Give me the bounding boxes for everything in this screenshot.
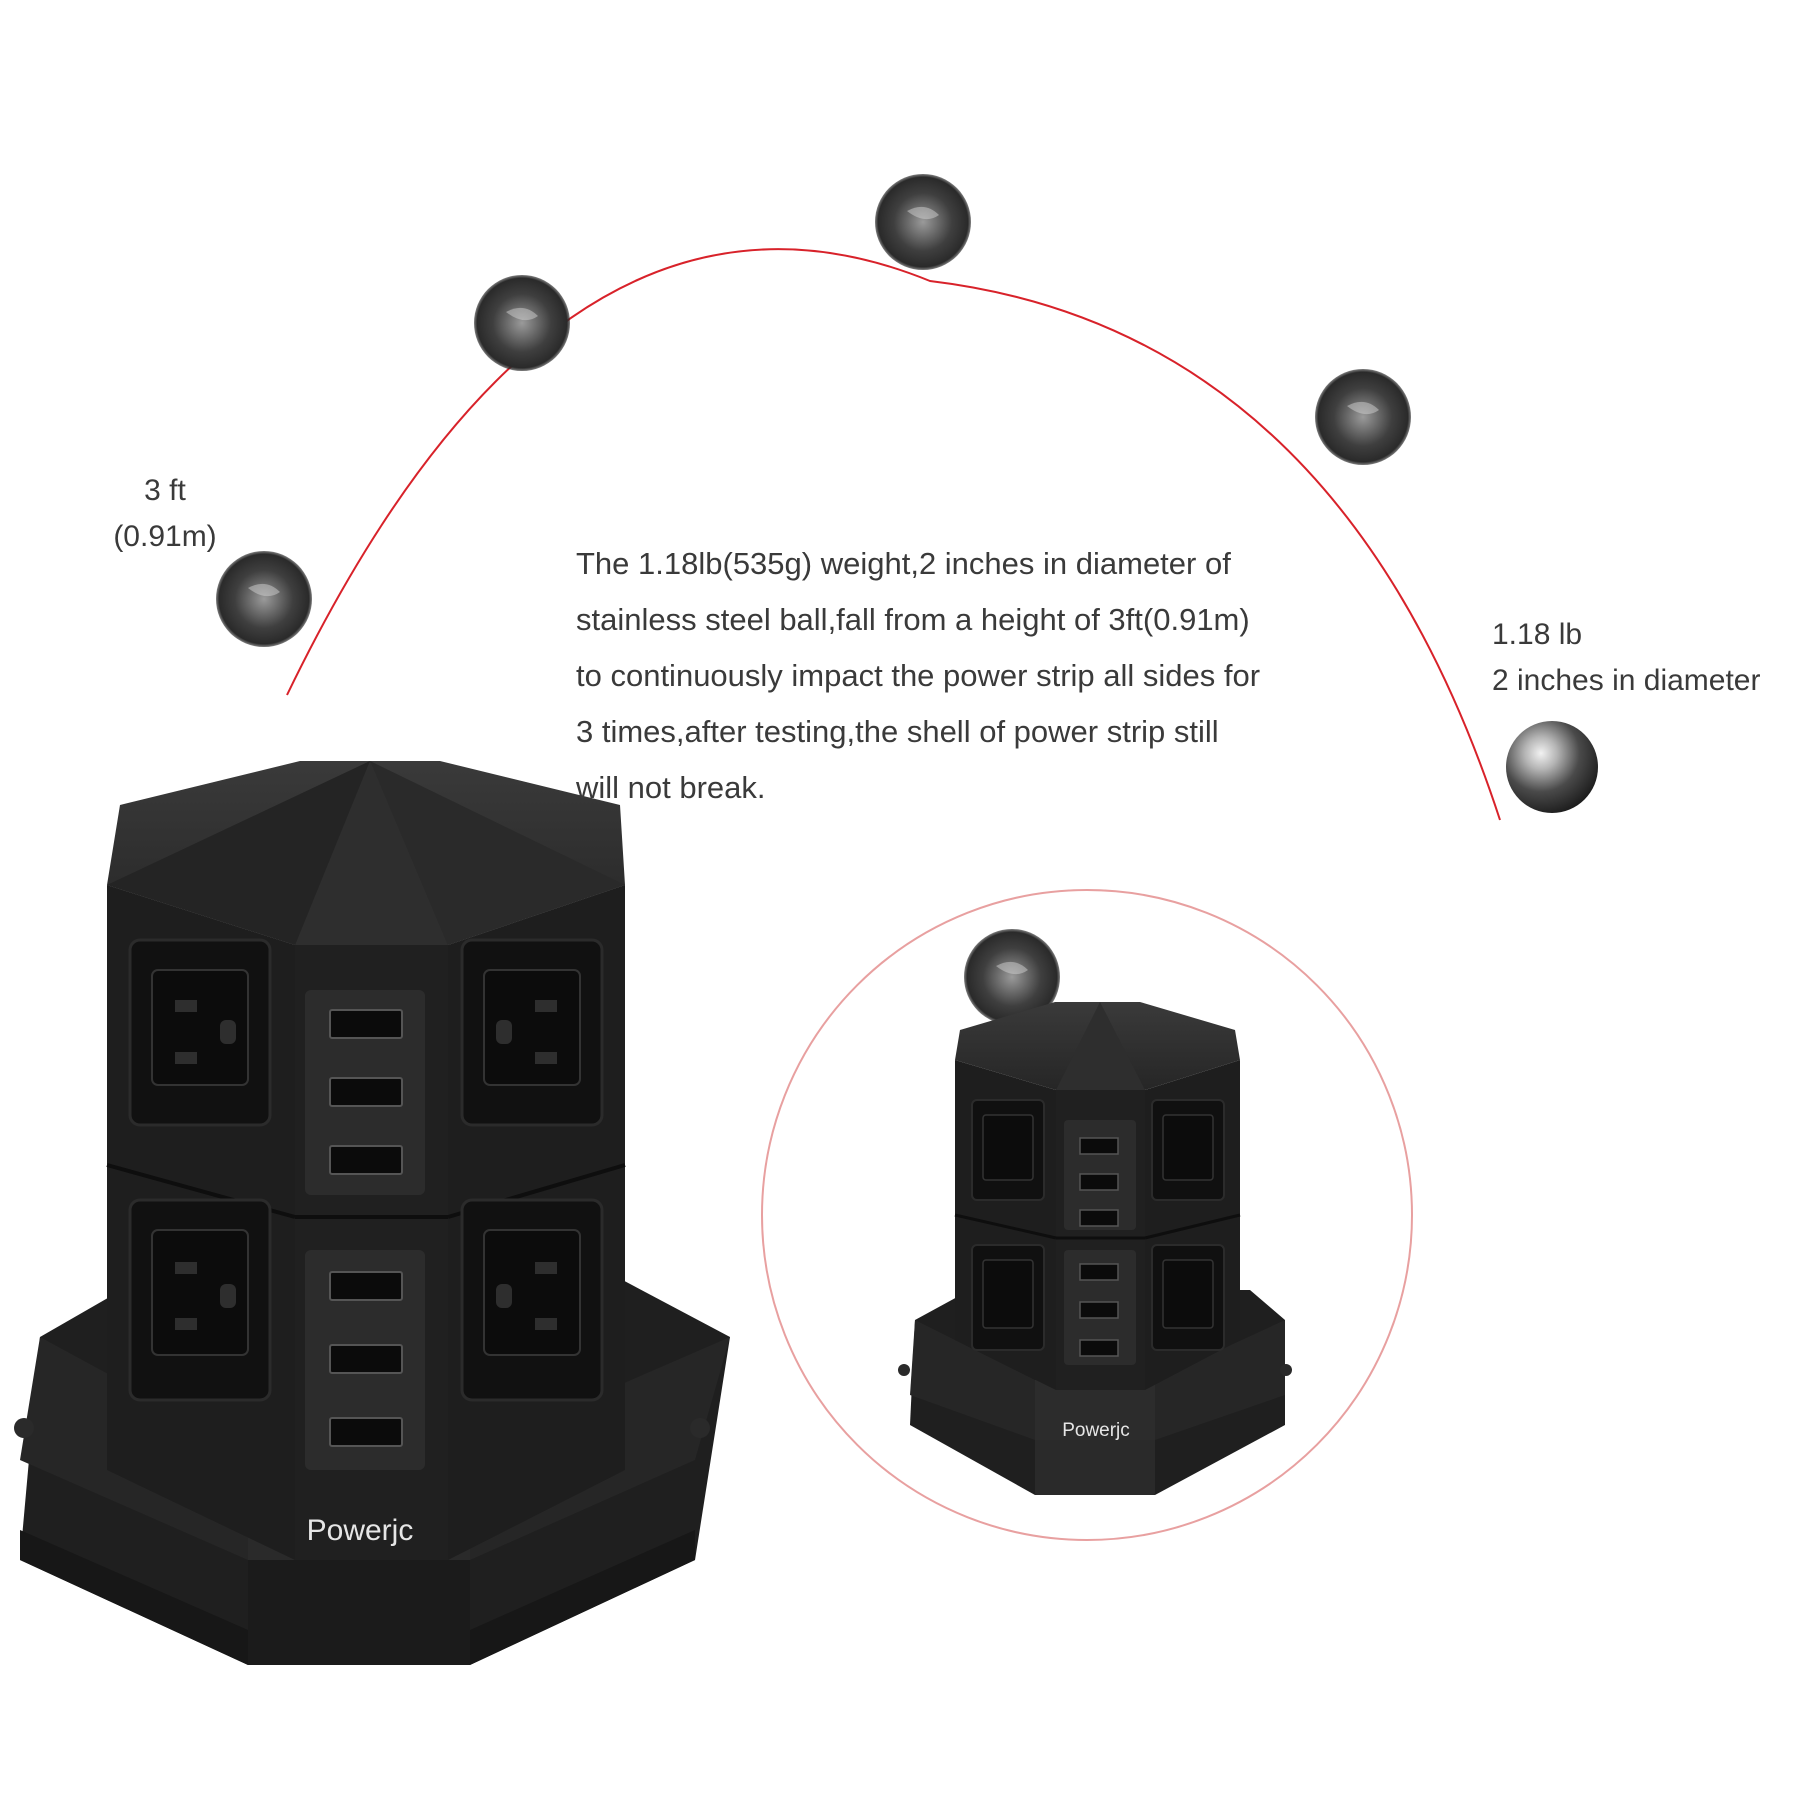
steel-ball-3 — [875, 174, 971, 270]
test-description: The 1.18lb(535g) weight,2 inches in diam… — [576, 536, 1376, 816]
trajectory-arc — [286, 248, 1501, 821]
drop-height-ft: 3 ft — [144, 474, 186, 507]
ball-spec-label: 1.18 lb 2 inches in diameter — [1492, 612, 1792, 704]
ball-diameter: 2 inches in diameter — [1492, 664, 1761, 697]
brand-logo-small: Powerjc — [1062, 1420, 1130, 1441]
drop-height-label: 3 ft (0.91m) — [80, 468, 250, 560]
outlet-small-right-top — [1151, 1099, 1225, 1201]
usb-ports-small — [1079, 1137, 1119, 1357]
steel-ball-4 — [1315, 369, 1411, 465]
outlet-small-left-bottom — [971, 1244, 1045, 1351]
steel-ball-inset — [964, 929, 1060, 1025]
outlet-small-left-top — [971, 1099, 1045, 1201]
outlet-large-left-top — [128, 938, 272, 1127]
inset-circle — [761, 889, 1413, 1541]
usb-ports-large — [329, 1009, 403, 1447]
description-line-4: 3 times,after testing,the shell of power… — [576, 714, 1219, 749]
drop-height-m: (0.91m) — [113, 520, 217, 553]
description-line-2: stainless steel ball,fall from a height … — [576, 602, 1250, 637]
outlet-large-right-top — [460, 938, 604, 1127]
steel-ball-sharp — [1506, 721, 1598, 813]
steel-ball-1 — [216, 551, 312, 647]
description-line-1: The 1.18lb(535g) weight,2 inches in diam… — [576, 546, 1231, 581]
power-tower-large: Powerjc — [14, 761, 730, 1665]
outlet-small-right-bottom — [1151, 1244, 1225, 1351]
outlet-large-right-bottom — [460, 1198, 604, 1402]
steel-ball-2 — [474, 275, 570, 371]
brand-logo-large: Powerjc — [307, 1514, 414, 1547]
description-line-3: to continuously impact the power strip a… — [576, 658, 1261, 693]
outlet-large-left-bottom — [128, 1198, 272, 1402]
ball-weight: 1.18 lb — [1492, 618, 1583, 651]
description-line-5: will not break. — [576, 770, 766, 805]
power-tower-small: Powerjc — [898, 1002, 1292, 1495]
